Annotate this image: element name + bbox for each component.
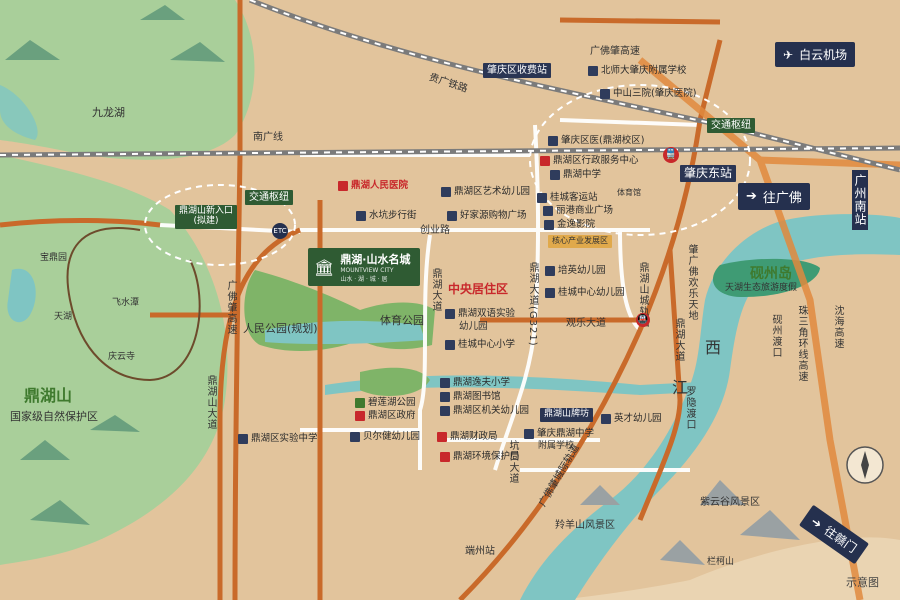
project-card: 🏛 鼎湖·山水名城 MOUNTVIEW CITY 山水 · 湖 · 城 · 居 [308, 248, 420, 286]
toll-station: 肇庆区收费站 [483, 63, 551, 78]
legend-note: 示意图 [846, 576, 879, 589]
poi-guicheng-station: 桂城客运站 [537, 193, 598, 203]
poi-guicheng-center-kg: 桂城中心幼儿园 [545, 288, 625, 298]
zhaoqing-east-station: 肇庆东站 [680, 165, 737, 183]
road-label-dinghu-shancheng: 鼎湖山城轨站 [637, 262, 648, 328]
train-icon: 🚆 [663, 147, 679, 163]
poi-dinghu-bilingual-2: 幼儿园 [459, 321, 488, 332]
lanke-label: 栏柯山 [707, 557, 735, 567]
poi-zhaoqing-exp: 肇庆鼎湖中学 [524, 429, 594, 439]
poi-dinghu-middle: 鼎湖中学 [550, 170, 601, 180]
poi-zhongshan: 中山三院(肇庆医院) [600, 89, 696, 99]
guangzhou-south-station: 广州南站 [852, 170, 868, 230]
road-label-guangfozhao: 广佛肇高速 [590, 46, 640, 57]
hub-label-1: 交通枢纽 [245, 190, 293, 205]
road-label-zhaoguang: 肇广佛欢乐天地 [686, 244, 697, 321]
poi-zhaoqing-exp-2: 附属学校 [538, 441, 575, 451]
poi-beier: 贝尔健幼儿园 [350, 432, 420, 442]
project-logo-icon: 🏛 [314, 257, 335, 277]
luoyin-ferry: 罗隐渡口 [684, 386, 695, 430]
river-label-jiang: 江 [672, 378, 689, 397]
road-label-nanguang: 南广线 [253, 132, 283, 143]
arrow-icon: ➔ [808, 513, 825, 532]
poi-yingcai: 英才幼儿园 [601, 414, 662, 424]
qingyunsi-label: 庆云寺 [108, 352, 136, 362]
poi-dinghu-art-kg: 鼎湖区艺术幼儿园 [441, 187, 530, 197]
central-zone-label: 中央居住区 [448, 282, 509, 296]
road-label-leguan: 观乐大道 [566, 318, 606, 329]
poi-dinghu-organs-kg: 鼎湖区机关幼儿园 [440, 406, 529, 416]
dinghushan-sub: 国家级自然保护区 [10, 410, 98, 423]
project-name: 鼎湖·山水名城 [340, 253, 411, 266]
ziyungu-label: 紫云谷风景区 [700, 497, 760, 508]
core-zone-tag: 核心产业发展区 [548, 235, 612, 248]
road-label-chuangye: 创业路 [420, 225, 450, 236]
poi-dinghu-exp-middle: 鼎湖区实验中学 [238, 434, 318, 444]
poi-shuiliu: 水坑步行街 [356, 211, 417, 221]
poi-lijiang: 丽港商业广场 [543, 206, 613, 216]
sports-park-label: 体育公园 [380, 314, 424, 327]
poi-dinghu-lib: 鼎湖图书馆 [440, 392, 501, 402]
poi-dinghu-hospital: 鼎湖人民医院 [338, 181, 408, 191]
poi-peiying: 培英幼儿园 [545, 266, 606, 276]
road-label-dinghu-dadao2: 鼎湖大道 [673, 318, 684, 362]
poi-dinghu-bilingual: 鼎湖双语实验 [445, 309, 515, 319]
to-guangfo-box: ➔ 往广佛 [738, 183, 810, 210]
poi-dinghu-yi: 鼎湖逸夫小学 [440, 378, 510, 388]
metro-icon: 🚇 [636, 313, 650, 327]
road-label-yanhai: 沈海高速 [832, 305, 843, 349]
road-label-dinghushan-rd: 鼎湖山大道 [205, 375, 216, 430]
poi-dinghu-gov: 鼎湖区政府 [355, 411, 416, 421]
river-label-xi: 西 [705, 338, 722, 357]
baoding-label: 宝鼎园 [40, 253, 68, 263]
road-label-zhusan: 珠三角环线高速 [796, 305, 807, 382]
poi-haojiayuan: 好家源购物广场 [447, 211, 527, 221]
hub-label-2: 交通枢纽 [707, 118, 755, 133]
dinghushan-title: 鼎湖山 [24, 386, 73, 405]
poi-zhaoqing-yi: 肇庆区医(鼎湖校区) [548, 136, 644, 146]
poi-dinghu-admin: 鼎湖区行政服务中心 [540, 156, 639, 166]
poi-dinghu-env: 鼎湖环境保护局 [440, 452, 520, 462]
poi-tiyu: 体育馆 [617, 188, 641, 197]
poi-guicheng-center-school: 桂城中心小学 [445, 340, 515, 350]
project-sub-line: 山水 · 湖 · 城 · 居 [340, 276, 388, 283]
poi-dinghu-finance: 鼎湖财政局 [437, 432, 498, 442]
highway-exit-icon: ETC [272, 223, 288, 239]
yanzhoudao-title: 砚州岛 [750, 266, 792, 282]
people-park-label: 人民公园(规划) [243, 322, 318, 335]
yanzhoudao-sub: 天湖生态旅游度假 [725, 283, 798, 293]
road-label-kanyin: 坑口大道 [507, 440, 518, 484]
yanzhou-ferry: 砚州渡口 [770, 314, 781, 358]
poi-dinghu-arch: 鼎湖山牌坊 [540, 408, 594, 422]
tianhu-label: 天湖 [54, 312, 73, 322]
yangyangshan-label: 羚羊山风景区 [555, 520, 615, 531]
poi-jinyi: 金逸影院 [544, 220, 595, 230]
road-label-guangfozhao-v: 广佛肇高速 [225, 280, 236, 335]
poi-bilian-park: 碧莲湖公园 [355, 398, 416, 408]
arrow-right-icon: ➔ [746, 189, 757, 204]
poi-beishi-school: 北师大肇庆附属学校 [588, 66, 687, 76]
airplane-icon: ✈ [783, 47, 794, 62]
road-label-dinghu-dadao: 鼎湖大道 [430, 268, 441, 312]
road-label-g321: 鼎湖大道(G321) [527, 262, 538, 347]
airport-box: ✈ 白云机场 [775, 42, 856, 67]
project-sub-latin: MOUNTVIEW CITY [340, 267, 394, 274]
jiulonghu-label: 九龙湖 [92, 106, 125, 119]
duanzhou-station: 端州站 [465, 546, 495, 557]
feishuitan-label: 飞水潭 [112, 298, 140, 308]
dinghushan-new-entrance: 鼎湖山新入口 (拟建) [175, 205, 238, 229]
